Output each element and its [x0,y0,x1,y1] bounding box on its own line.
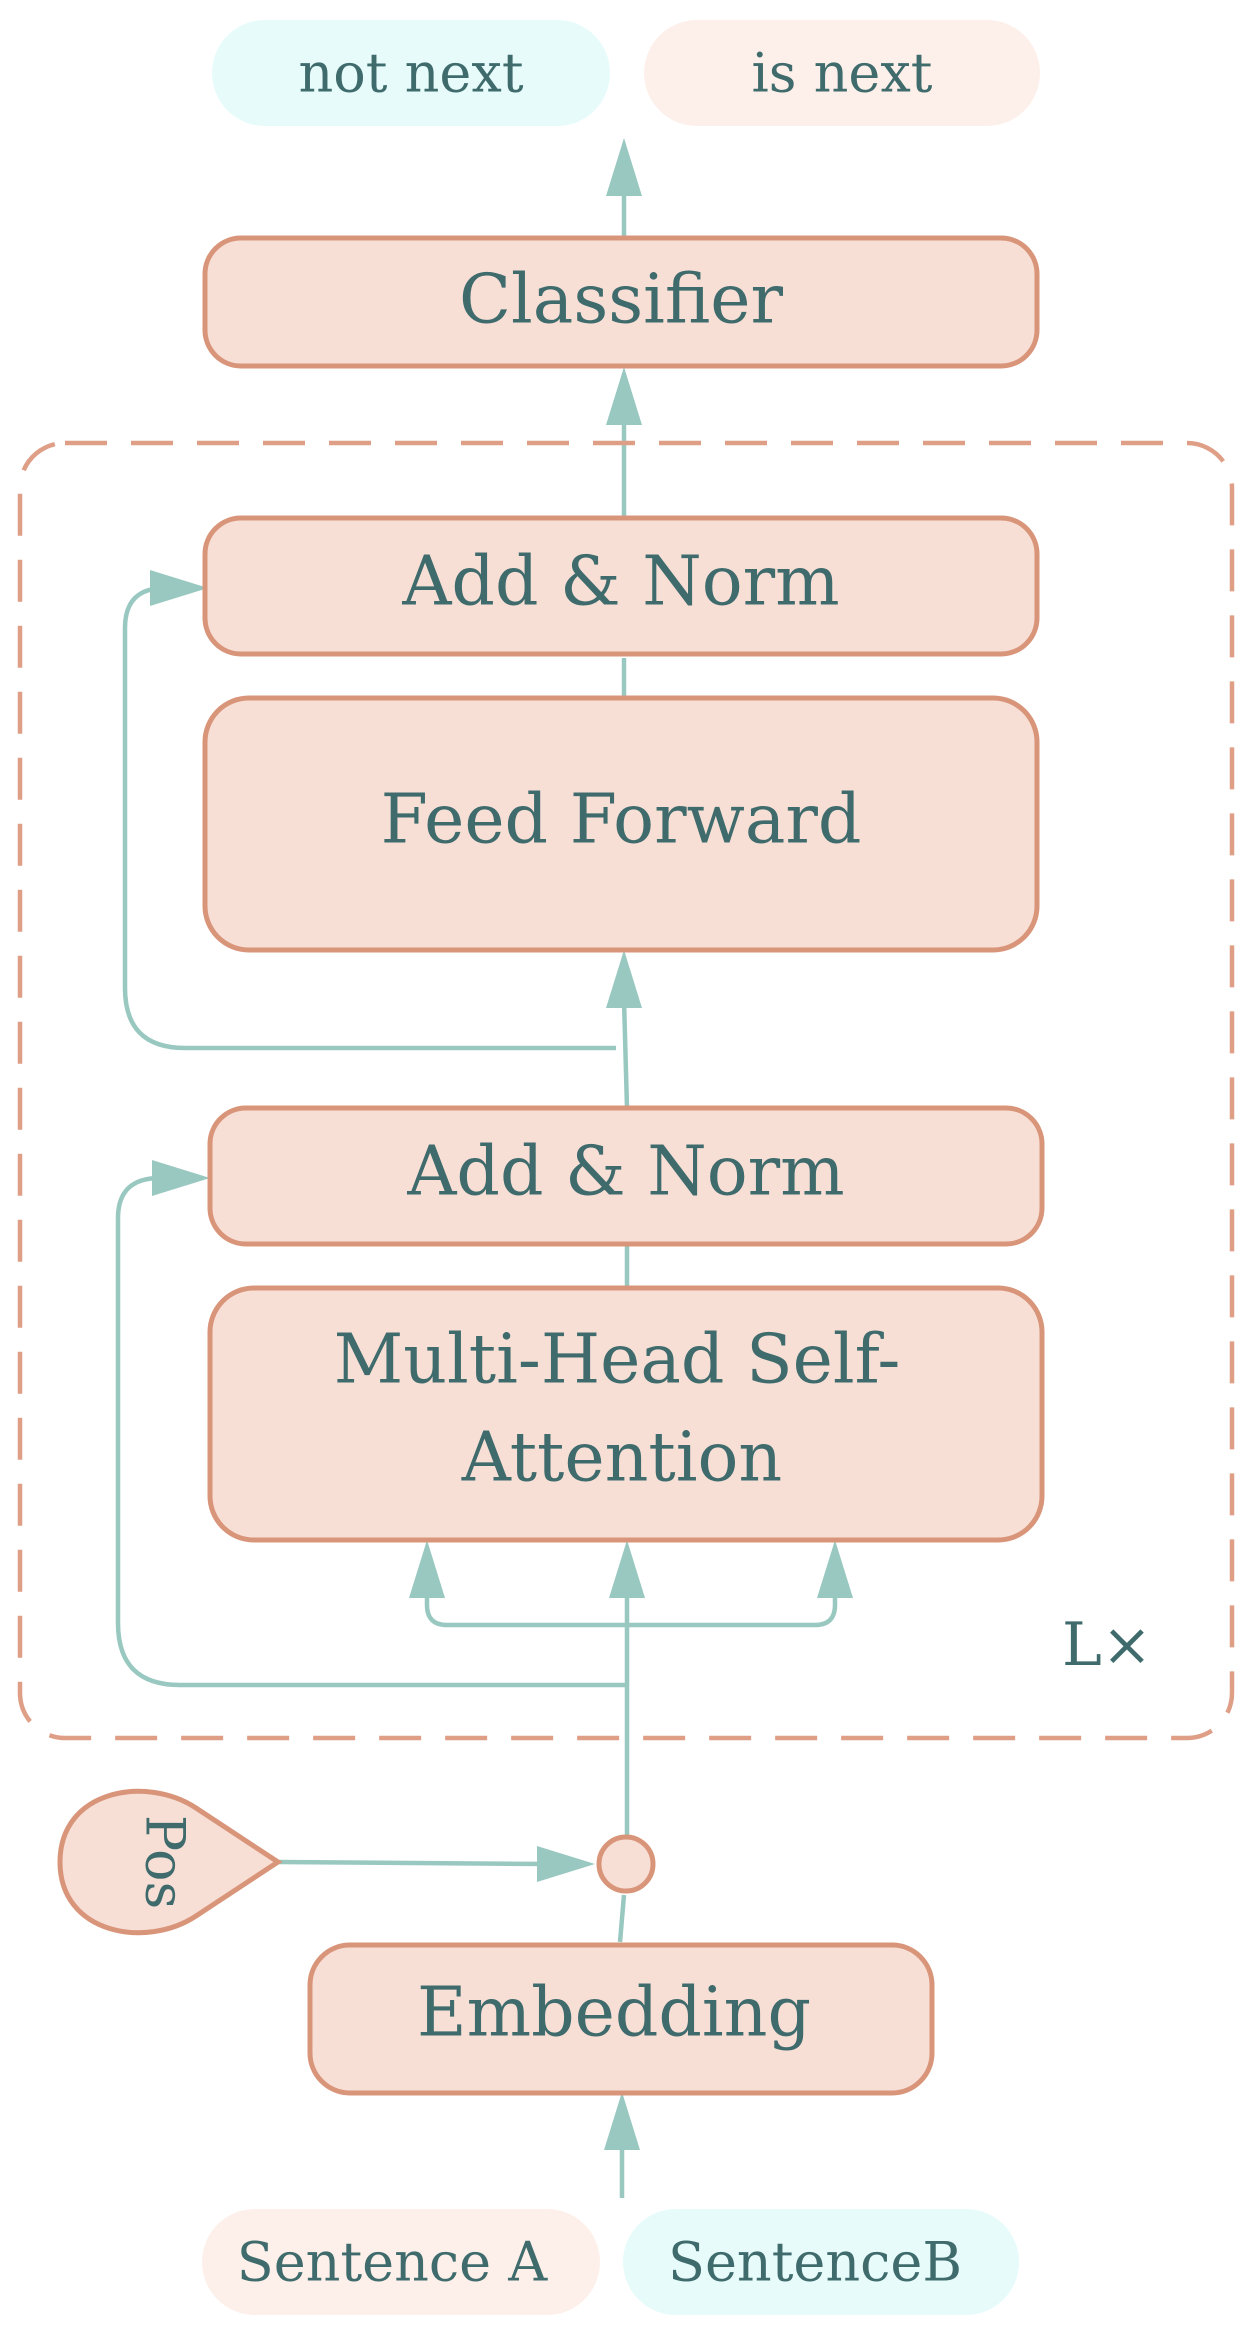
positional-encoding-shape [57,1788,283,1936]
addnorm-to-ff-wire [621,999,630,1109]
not-next-pill [212,20,610,126]
classifier-label: Classifier [459,261,783,340]
pos-arrowhead [537,1846,595,1882]
feed-forward-input-arrowhead [606,950,642,1008]
sum-node [596,1834,656,1894]
attention-branch-wire [424,1590,838,1628]
mhsa-query-arrowhead [409,1540,445,1598]
residual-top-arrowhead [150,570,208,606]
multi-head-attention-label-line1: Multi-Head Self- [334,1321,901,1400]
residual-skip-bottom [115,1175,627,1688]
is-next-pill [644,20,1040,126]
add-norm-top-box [202,515,1040,657]
classifier-input-arrowhead [606,367,642,425]
multi-head-attention-box [207,1285,1045,1543]
feed-forward-label: Feed Forward [381,781,862,860]
layer-repeat-label: L× [1062,1610,1152,1680]
feed-forward-box [202,695,1040,953]
embedding-label: Embedding [417,1974,811,2053]
mhsa-key-arrowhead [817,1540,853,1598]
add-norm-top-label: Add & Norm [401,543,839,622]
not-next-label: not next [298,42,523,105]
residual-skip-top [122,585,616,1051]
embedding-box [307,1942,935,2096]
add-norm-bottom-box [207,1105,1045,1247]
multi-head-attention-label-line2: Attention [461,1419,782,1498]
embedding-to-sum-wire [617,1894,627,1943]
sentence-b-pill [623,2209,1019,2315]
sentence-a-pill [202,2209,600,2315]
classifier-output-arrowhead [606,138,642,196]
is-next-label: is next [751,42,932,105]
embedding-input-arrowhead [604,2092,640,2150]
mhsa-value-arrowhead [609,1540,645,1598]
sentence-a-label: Sentence A [237,2231,549,2294]
positional-encoding-label: Pos [134,1815,197,1909]
residual-bottom-arrowhead [152,1160,210,1196]
pos-to-sum-wire [277,1859,546,1867]
add-norm-bottom-label: Add & Norm [406,1133,844,1212]
encoder-layer-frame [17,440,1235,1741]
sentence-b-label: SentenceB [668,2231,962,2294]
classifier-box [202,235,1040,369]
